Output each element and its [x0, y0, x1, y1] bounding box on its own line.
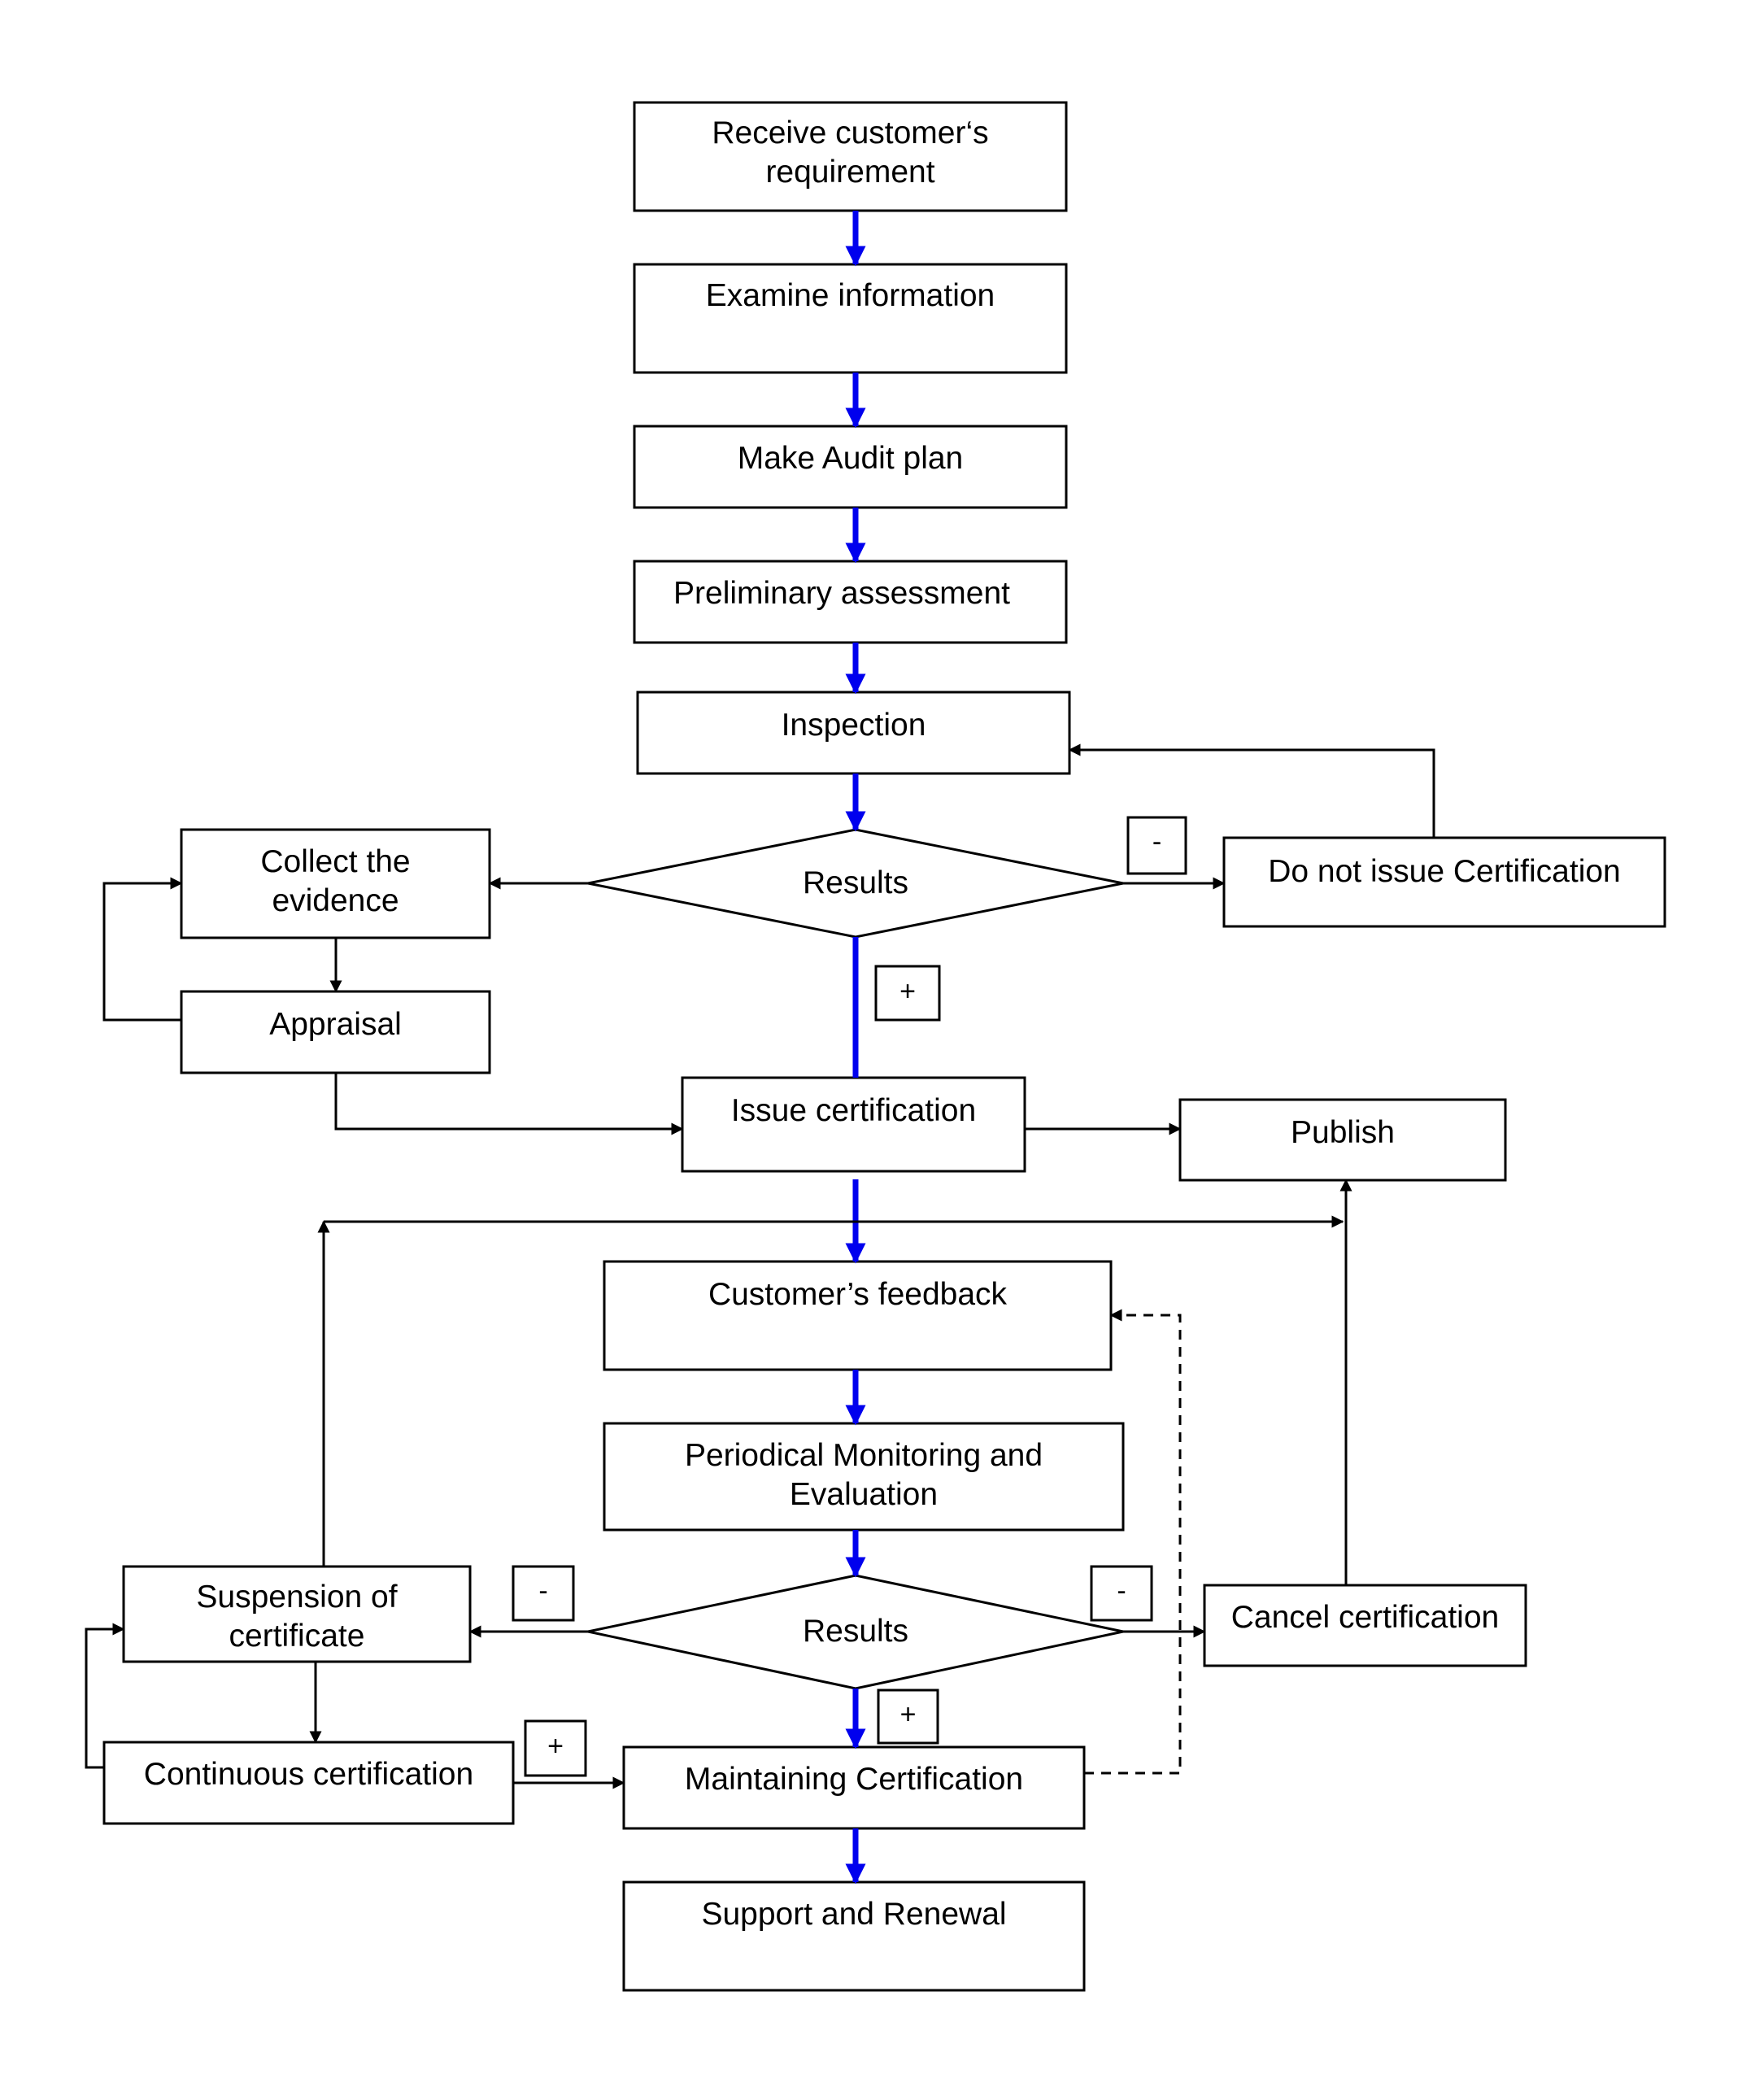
sign-box-plus-2 [877, 1689, 939, 1745]
node-inspection [636, 691, 1071, 775]
arrow-do-not-issue-inspection [1068, 743, 1435, 838]
sign-box-plus-3 [524, 1719, 587, 1777]
node-appraisal [180, 990, 491, 1074]
node-continuous [102, 1741, 515, 1825]
sign-box-minus-3 [1090, 1565, 1153, 1622]
node-publish [1178, 1098, 1507, 1182]
node-collect [180, 828, 491, 939]
arrow-appraisal-collect-loop [102, 877, 183, 1022]
arrow-appraisal-issue [334, 1073, 684, 1135]
sign-box-plus-1 [874, 965, 941, 1022]
node-issue [681, 1076, 1026, 1173]
node-cancel [1203, 1584, 1527, 1667]
decision-results-1 [587, 828, 1124, 939]
node-support [622, 1880, 1086, 1992]
sign-box-minus-2 [512, 1565, 575, 1622]
sign-box-minus-1 [1126, 816, 1187, 875]
node-audit-plan [633, 425, 1068, 509]
node-do-not-issue [1222, 836, 1666, 928]
node-suspension [122, 1565, 472, 1663]
node-examine [633, 263, 1068, 374]
node-maintaining [622, 1745, 1086, 1830]
node-feedback [603, 1260, 1113, 1371]
node-monitoring [603, 1422, 1125, 1532]
decision-results-2 [587, 1574, 1124, 1690]
arrow-continuous-suspension-loop [85, 1623, 125, 1769]
arrow-maintaining-feedback-dashed [1084, 1309, 1182, 1775]
node-receive [633, 101, 1068, 212]
node-preliminary [633, 560, 1068, 644]
